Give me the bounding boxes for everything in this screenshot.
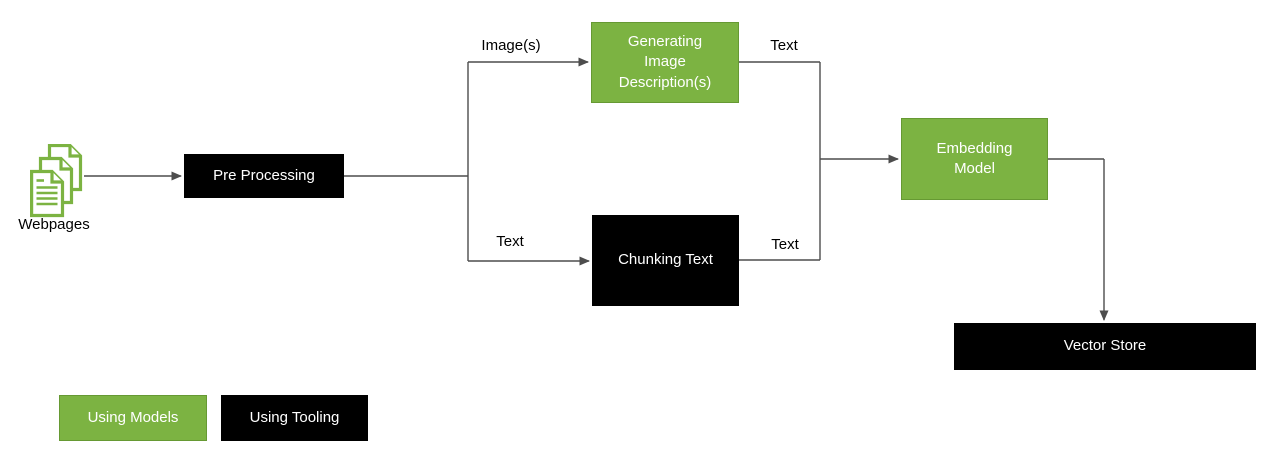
pre-processing-node: Pre Processing (184, 154, 344, 198)
legend-using-models: Using Models (59, 395, 207, 441)
edge-label-text-to-chunking: Text (496, 233, 524, 250)
chunking-text-node: Chunking Text (592, 215, 739, 306)
edge-label-images: Image(s) (481, 37, 541, 54)
generating-image-descriptions-node: Generating Image Description(s) (591, 22, 739, 103)
webpages-label: Webpages (18, 216, 90, 233)
edge-label-text-from-chunking: Text (771, 236, 799, 253)
embedding-model-node: Embedding Model (901, 118, 1048, 200)
webpages-documents-icon (30, 144, 83, 218)
vector-store-node: Vector Store (954, 323, 1256, 370)
edge-label-text-from-descriptions: Text (770, 37, 798, 54)
legend-using-tooling: Using Tooling (221, 395, 368, 441)
